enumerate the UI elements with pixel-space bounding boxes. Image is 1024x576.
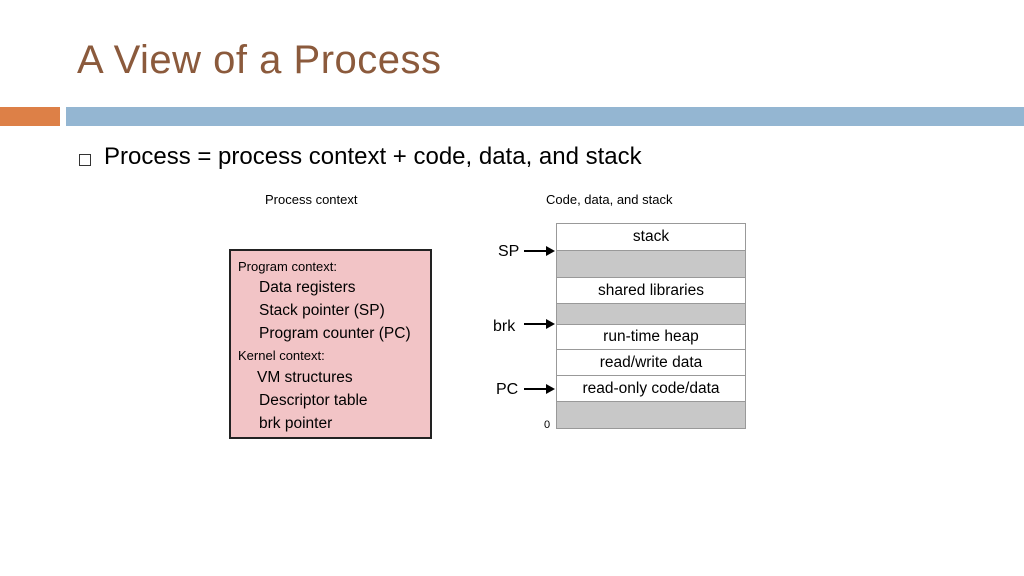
sp-pointer-label: SP (498, 243, 520, 260)
program-context-item: Stack pointer (SP) (259, 302, 385, 319)
pc-arrow-icon (524, 384, 555, 394)
program-context-item: Program counter (PC) (259, 325, 411, 342)
pc-pointer-label: PC (496, 381, 519, 398)
process-context-box: Program context: Data registers Stack po… (229, 249, 432, 439)
memory-layout: stack shared libraries run-time heap rea… (556, 223, 746, 429)
bullet-text: Process = process context + code, data, … (104, 143, 642, 170)
memory-caption: Code, data, and stack (546, 192, 673, 207)
kernel-context-item: brk pointer (259, 415, 333, 432)
memory-segment-shared-libraries: shared libraries (557, 278, 745, 304)
memory-segment-stack: stack (557, 224, 745, 251)
program-context-item: Data registers (259, 279, 356, 296)
bullet-square-icon (79, 154, 91, 166)
program-context-heading: Program context: (238, 259, 337, 274)
memory-segment-gap (557, 251, 745, 278)
address-zero-label: 0 (544, 419, 551, 431)
accent-bar-orange (0, 107, 60, 126)
memory-segment-rw-data: read/write data (557, 350, 745, 376)
kernel-context-item: VM structures (257, 369, 353, 386)
sp-arrow-icon (524, 246, 555, 256)
accent-bar-blue (66, 107, 1024, 126)
kernel-context-heading: Kernel context: (238, 348, 325, 363)
kernel-context-item: Descriptor table (259, 392, 368, 409)
memory-segment-heap: run-time heap (557, 325, 745, 350)
brk-arrow-icon (524, 319, 555, 329)
brk-pointer-label: brk (493, 318, 516, 335)
process-context-caption: Process context (265, 192, 358, 207)
memory-segment-ro-code: read-only code/data (557, 376, 745, 402)
memory-segment-gap (557, 304, 745, 325)
slide-title: A View of a Process (77, 38, 442, 82)
memory-segment-gap (557, 402, 745, 428)
